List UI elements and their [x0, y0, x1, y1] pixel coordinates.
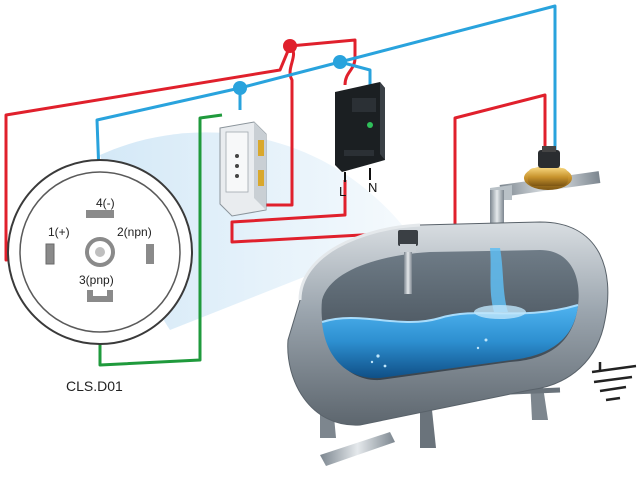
pin-label-pnp: 3(pnp) — [79, 273, 114, 287]
solenoid-valve-icon — [524, 146, 572, 190]
model-label: CLS.D01 — [66, 378, 123, 394]
red-wire-main — [4, 38, 357, 262]
water-fill — [322, 305, 578, 379]
terminal-l-label: L — [339, 184, 346, 199]
red-junction-dot — [283, 39, 297, 53]
pin-label-negative: 4(-) — [96, 196, 115, 210]
relay-icon — [219, 121, 267, 217]
pin-label-positive: 1(+) — [48, 225, 70, 239]
blue-junction-dot-2 — [233, 81, 247, 95]
ground-icon — [591, 362, 637, 402]
water-tank — [287, 221, 609, 466]
red-wire-valve — [230, 93, 547, 244]
pin-label-npn: 2(npn) — [117, 225, 152, 239]
pin-2 — [146, 244, 154, 264]
terminal-n-label: N — [368, 180, 377, 195]
blue-wire-main — [239, 4, 557, 152]
power-supply-icon — [335, 82, 385, 172]
sensor-connector: 4(-) 1(+) 2(npn) 3(pnp) — [7, 159, 193, 345]
blue-wire-supply — [339, 60, 372, 85]
pin-3 — [87, 290, 113, 302]
level-sensor-icon — [398, 230, 418, 294]
pin-1 — [45, 243, 55, 265]
pin-4 — [86, 210, 114, 218]
blue-junction-dot-1 — [333, 55, 347, 69]
